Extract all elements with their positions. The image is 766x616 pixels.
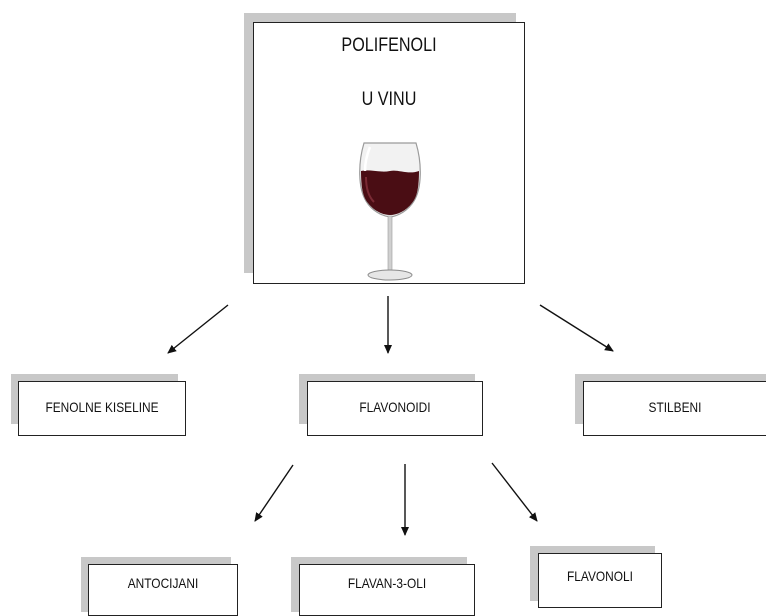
root-title-line1: POLIFENOLI: [341, 35, 437, 56]
root-node: POLIFENOLI U VINU: [253, 22, 525, 284]
arrow-flavonoidi-to-antocijani: [254, 464, 294, 522]
node-flavonoidi-label: FLAVONOIDI: [359, 399, 431, 415]
node-flavonoidi: FLAVONOIDI: [307, 381, 483, 436]
node-flavan-3-oli: FLAVAN-3-OLI: [299, 564, 475, 616]
arrow-root-to-fenolne: [167, 304, 229, 354]
root-title-line2: U VINU: [361, 89, 417, 110]
node-antocijani: ANTOCIJANI: [88, 564, 238, 616]
node-flavonoli-label: FLAVONOLI: [567, 568, 633, 584]
wine-glass-icon: [359, 142, 421, 281]
node-stilbeni-label: STILBENI: [648, 399, 702, 415]
arrow-flavonoidi-to-flavonoli: [491, 462, 538, 522]
node-fenolne-kiseline-label: FENOLNE KISELINE: [45, 399, 159, 415]
node-fenolne-kiseline: FENOLNE KISELINE: [18, 381, 186, 436]
node-flavonoli: FLAVONOLI: [538, 553, 662, 608]
node-flavan-3-oli-label: FLAVAN-3-OLI: [347, 575, 427, 591]
node-stilbeni: STILBENI: [583, 381, 766, 436]
arrow-root-to-stilbeni: [539, 304, 614, 352]
node-antocijani-label: ANTOCIJANI: [127, 575, 199, 591]
